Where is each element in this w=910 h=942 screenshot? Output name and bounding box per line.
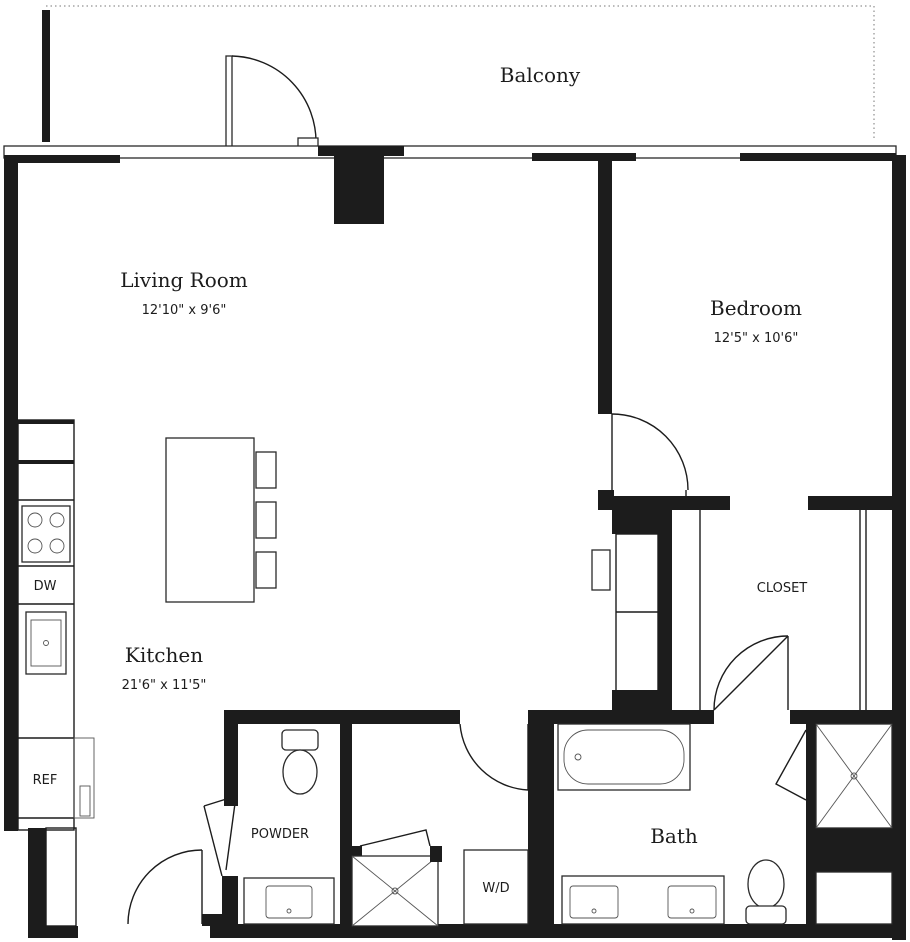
kitchen-dimensions: 21'6" x 11'5" bbox=[122, 678, 207, 693]
room-labels: Balcony Living Room 12'10" x 9'6" Bedroo… bbox=[33, 63, 808, 896]
interior-walls bbox=[222, 146, 896, 930]
kitchen-fixtures bbox=[17, 419, 611, 927]
bath-title: Bath bbox=[650, 824, 698, 848]
doors bbox=[127, 413, 807, 926]
refrigerator-label: REF bbox=[33, 773, 58, 788]
balcony bbox=[42, 5, 875, 149]
washer-dryer-label: W/D bbox=[482, 881, 509, 896]
living-room-title: Living Room bbox=[120, 268, 248, 292]
balcony-title: Balcony bbox=[500, 63, 581, 87]
kitchen-title: Kitchen bbox=[125, 643, 203, 667]
closet-label: CLOSET bbox=[757, 581, 808, 596]
bedroom-dimensions: 12'5" x 10'6" bbox=[714, 331, 799, 346]
living-room-dimensions: 12'10" x 9'6" bbox=[142, 303, 227, 318]
bath-fixtures bbox=[557, 723, 893, 925]
powder-fixtures bbox=[243, 729, 335, 925]
bedroom-title: Bedroom bbox=[710, 296, 802, 320]
dishwasher-label: DW bbox=[34, 579, 57, 594]
exterior-walls bbox=[3, 145, 906, 940]
powder-label: POWDER bbox=[251, 827, 309, 842]
laundry-fixtures bbox=[348, 829, 529, 928]
